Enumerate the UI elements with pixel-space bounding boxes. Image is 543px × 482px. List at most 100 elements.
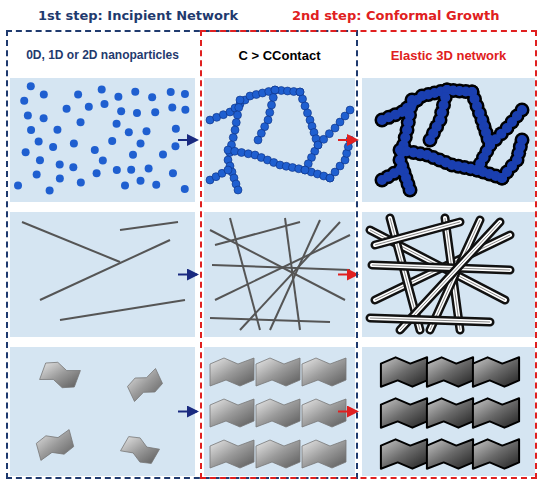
nanoparticle-dot <box>69 163 77 171</box>
nanoparticle-dot <box>236 96 244 104</box>
nanoparticle-dot <box>63 105 71 113</box>
nanoparticle-dot <box>74 91 82 99</box>
nanosheet <box>302 358 346 386</box>
nanoparticle-dot <box>151 108 159 116</box>
nanoparticle-dot <box>70 139 78 147</box>
panel <box>362 347 535 476</box>
nanosheet <box>210 358 254 386</box>
nanoparticle-dot <box>129 151 137 159</box>
step-arrow <box>178 411 197 413</box>
nanoparticle-dot <box>108 137 116 145</box>
nanoparticle-dot <box>517 135 527 145</box>
nanoparticle-dot <box>46 187 54 195</box>
nanoparticle-dot <box>159 151 167 159</box>
nanoparticle-dot <box>125 128 133 136</box>
nanowire <box>240 222 340 330</box>
nanoparticle-dot <box>148 93 156 101</box>
nanowire-core <box>370 318 490 322</box>
step-arrows <box>178 140 357 412</box>
nanowire <box>40 240 170 300</box>
step-arrow <box>338 274 357 276</box>
nanosheet <box>256 399 300 427</box>
nanoparticle-dot <box>40 114 48 122</box>
nanoparticle-dot <box>77 118 85 126</box>
nanowire-core <box>370 318 490 322</box>
nanoparticle-dot <box>93 169 101 177</box>
nanoparticle-dot <box>113 120 121 128</box>
nanoparticle-dot <box>40 90 48 98</box>
panel <box>204 347 355 476</box>
nanoparticle-dot <box>137 177 145 185</box>
step-arrow <box>178 274 197 276</box>
nanosheet <box>473 439 519 468</box>
panel <box>10 212 195 337</box>
nanowire <box>60 300 185 320</box>
nanosheet <box>302 399 346 427</box>
nanoparticle-dot <box>169 169 177 177</box>
nanoparticle-dot <box>405 185 415 195</box>
nanoparticle-dot <box>266 109 274 117</box>
step-title: 2nd step: Conformal Growth <box>292 8 499 23</box>
nanoparticle-dot <box>181 90 189 98</box>
nanosheet <box>256 358 300 386</box>
nanoparticle-dot <box>181 185 189 193</box>
nanoparticle-dot <box>229 134 237 142</box>
nanowire-core <box>375 222 460 245</box>
nanoparticle-dot <box>152 181 160 189</box>
panel <box>362 78 535 202</box>
nanoparticle-dot <box>77 179 85 187</box>
nanosheet <box>40 362 81 387</box>
nanosheet <box>473 357 519 386</box>
nanoparticle-dot <box>517 105 527 115</box>
nanoparticle-dot <box>346 106 354 114</box>
nanoparticle-dot <box>301 166 309 174</box>
nanoparticle-dot <box>234 111 242 119</box>
nanoparticle-dot <box>271 86 279 94</box>
nanowire <box>270 220 320 330</box>
nanoparticle-dot <box>36 156 44 164</box>
step-box: 1st step: Incipient Network <box>6 30 358 479</box>
nanoparticle-dot <box>99 156 107 164</box>
nanosheet <box>381 439 427 468</box>
nanoparticle-dot <box>127 166 135 174</box>
nanoparticle-dot <box>171 142 179 150</box>
nanoparticle-dot <box>98 86 106 94</box>
nanoparticle-dot <box>100 100 108 108</box>
nanosheet <box>256 440 300 468</box>
nanoparticle-dot <box>91 146 99 154</box>
step-arrow <box>178 139 197 141</box>
nanoparticle-dot <box>56 161 64 169</box>
nanosheet <box>210 399 254 427</box>
nanoparticle-dot <box>268 101 276 109</box>
coated-nanowire <box>370 318 490 322</box>
nanoparticle-dot <box>231 126 239 134</box>
nanoparticle-dot <box>33 170 41 178</box>
step-box: 2nd step: Conformal Growth <box>200 30 537 479</box>
nanoparticle-dot <box>167 88 175 96</box>
step-title: 1st step: Incipient Network <box>38 8 238 23</box>
nanoparticle-dot <box>85 103 93 111</box>
column-header: 0D, 1D or 2D nanoparticles <box>26 48 179 62</box>
nanowire <box>210 318 330 322</box>
nanoparticle-dot <box>254 136 262 144</box>
nanosheet <box>381 357 427 386</box>
nanoparticle-dot <box>181 106 189 114</box>
nanoparticle-dot <box>269 94 277 102</box>
nanowire-core <box>372 265 510 270</box>
nanowire <box>212 265 350 270</box>
coated-nanowire <box>372 265 510 270</box>
nanoparticle-dot <box>14 181 22 189</box>
nanosheet <box>381 398 427 427</box>
nanoparticle-dot <box>145 165 153 173</box>
nanosheet <box>36 430 73 461</box>
nanoparticle-dot <box>425 135 435 145</box>
nanoparticle-dot <box>121 182 129 190</box>
panel-backgrounds <box>10 78 535 476</box>
nanowire <box>120 222 178 230</box>
nanosheet <box>121 437 160 464</box>
nanoparticle-dot <box>234 186 242 194</box>
nanoparticle-dot <box>271 86 279 94</box>
nanowire-core <box>375 222 460 245</box>
nanoparticle-dot <box>53 126 61 134</box>
